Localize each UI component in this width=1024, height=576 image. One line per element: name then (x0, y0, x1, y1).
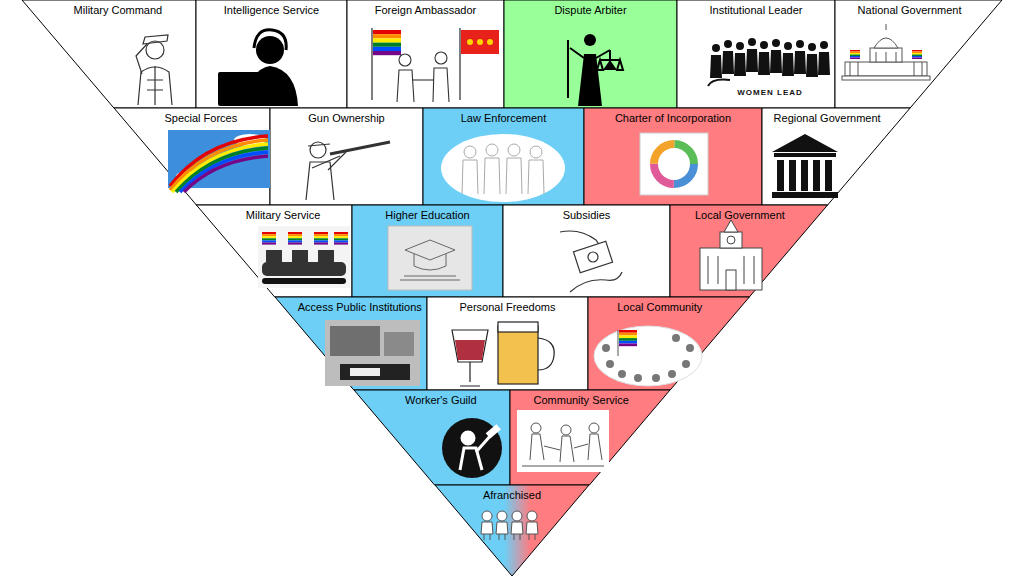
pyramid-cell: Local Government (670, 205, 828, 297)
cell-outline (504, 0, 677, 108)
pyramid-cell: Regional Government (762, 108, 911, 205)
cell-label: Dispute Arbiter (507, 4, 674, 17)
pyramid-cell: Community Service (510, 390, 670, 485)
cell-label: Community Service (513, 394, 649, 407)
pyramid-cell: Local Community (588, 297, 750, 390)
cell-label: Law Enforcement (426, 112, 581, 125)
cell-label: Regional Government (765, 112, 889, 125)
cell-shape (22, 0, 196, 108)
pyramid-cell: Dispute Arbiter (504, 0, 677, 108)
pyramid-cell: Gun Ownership (270, 108, 423, 205)
cell-outline (670, 205, 828, 297)
cell-label: National Government (838, 4, 981, 17)
cell-outline (270, 108, 423, 205)
cell-shape (504, 0, 677, 108)
cell-label: Charter of Incorporation (587, 112, 759, 125)
cell-outline (196, 0, 347, 108)
cell-outline (275, 297, 427, 390)
pyramid-cell: Military Service (196, 205, 352, 297)
pyramid-cell: Military Command (22, 0, 196, 108)
cell-outline (22, 0, 196, 108)
cell-outline (835, 0, 1002, 108)
cell-label: Personal Freedoms (430, 301, 585, 314)
pyramid-cell: Law Enforcement (423, 108, 584, 205)
cell-outline (347, 0, 504, 108)
cell-outline (677, 0, 835, 108)
pyramid-cell: Personal Freedoms (427, 297, 588, 390)
cell-label: Special Forces (135, 112, 267, 125)
pyramid-cell: Subsidies (503, 205, 670, 297)
cell-outline (762, 108, 910, 205)
cell-outline (423, 108, 584, 205)
pyramid-cell: Intelligence Service (196, 0, 347, 108)
cell-outline (510, 390, 670, 485)
cell-shape (835, 0, 1002, 108)
cell-shape (347, 0, 504, 108)
cell-label: Local Government (673, 209, 807, 222)
cell-label: Higher Education (355, 209, 500, 222)
cell-outline (503, 205, 670, 297)
pyramid-cell: Foreign Ambassador (347, 0, 504, 108)
cell-outline (435, 485, 589, 576)
pyramid-cell: Special Forces (114, 108, 270, 205)
cell-label: Access Public Institutions (296, 301, 424, 314)
pyramid-cell: Worker's Guild (354, 390, 510, 485)
cell-outline (427, 297, 588, 390)
pyramid-cell: Afranchised (435, 485, 589, 576)
cell-outline (352, 205, 503, 297)
pyramid-cell: Charter of Incorporation (584, 108, 762, 205)
pyramid-cell: Access Public Institutions (275, 297, 427, 390)
pyramid-cell: National Government (835, 0, 1002, 108)
cell-label: Military Service (217, 209, 349, 222)
cell-outline (584, 108, 762, 205)
cell-shape (196, 0, 347, 108)
cell-label: Afranchised (455, 489, 568, 502)
cell-label: Intelligence Service (199, 4, 344, 17)
cell-outline (196, 205, 352, 297)
image-caption-text: WOMEN LEAD (720, 88, 820, 98)
cell-label: Local Community (591, 301, 728, 314)
cell-label: Foreign Ambassador (350, 4, 501, 17)
cell-label: Institutional Leader (680, 4, 832, 17)
cell-label: Gun Ownership (273, 112, 420, 125)
cell-label: Military Command (43, 4, 193, 17)
pyramid-cell: Higher Education (352, 205, 503, 297)
cell-outline (114, 108, 270, 205)
cell-label: Subsidies (506, 209, 667, 222)
cell-outline (588, 297, 749, 390)
cell-outline (354, 390, 510, 485)
cell-label: Worker's Guild (375, 394, 507, 407)
